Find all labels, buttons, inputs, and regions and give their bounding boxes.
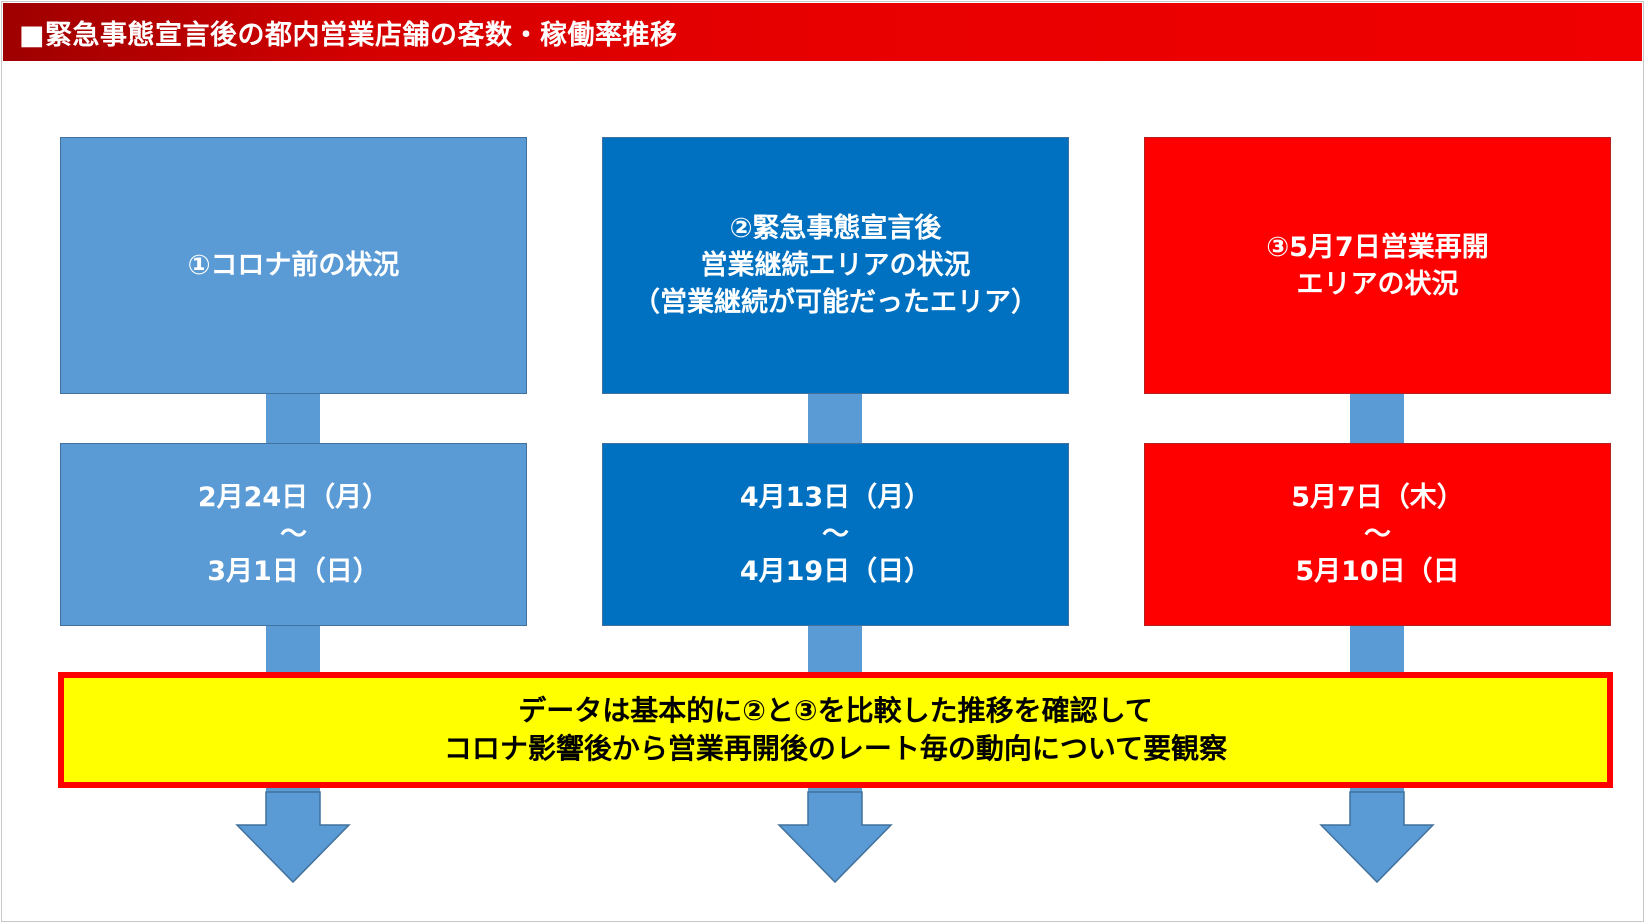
date-box-before-corona: 2月24日（月） ～ 3月1日（日） [60,443,527,626]
header-line: （営業継続が可能だったエリア） [633,287,1038,318]
header-box-reopen: ③5月7日営業再開 エリアの状況 [1144,137,1611,394]
connector-2-top [808,392,862,444]
header-box-after-declaration: ②緊急事態宣言後 営業継続エリアの状況 （営業継続が可能だったエリア） [602,137,1069,394]
connector-3-bottom [1350,624,1404,674]
summary-box: データは基本的に②と③を比較した推移を確認して コロナ影響後から営業再開後のレー… [58,672,1613,788]
summary-line: データは基本的に②と③を比較した推移を確認して [518,694,1153,727]
date-box-after-declaration: 4月13日（月） ～ 4月19日（日） [602,443,1069,626]
date-start: 2月24日（月） [197,482,390,513]
date-end: 4月19日（日） [739,556,932,587]
down-arrow-icon [1319,791,1435,884]
connector-1-bottom [266,624,320,674]
date-end: 3月1日（日） [207,556,380,587]
slide-title: ■緊急事態宣言後の都内営業店舗の客数・稼働率推移 [19,19,678,51]
header-box-before-corona: ①コロナ前の状況 [60,137,527,394]
date-start: 5月7日（木） [1291,482,1464,513]
header-line: ①コロナ前の状況 [187,250,400,281]
summary-line: コロナ影響後から営業再開後のレート毎の動向について要観察 [443,732,1228,765]
header-line: 営業継続エリアの状況 [700,250,971,281]
header-line: エリアの状況 [1296,268,1459,300]
date-box-reopen: 5月7日（木） ～ 5月10日（日 [1144,443,1611,626]
header-line: ③5月7日営業再開 [1266,231,1489,263]
date-separator: ～ [822,519,849,550]
connector-3-top [1350,392,1404,444]
date-separator: ～ [280,519,307,550]
connector-2-bottom [808,624,862,674]
date-start: 4月13日（月） [739,482,932,513]
down-arrow-icon [777,791,893,884]
date-separator: ～ [1364,519,1391,550]
title-bar: ■緊急事態宣言後の都内営業店舗の客数・稼働率推移 [3,3,1642,61]
date-end: 5月10日（日 [1295,556,1460,587]
connector-1-top [266,392,320,444]
header-line: ②緊急事態宣言後 [729,213,942,244]
down-arrow-icon [235,791,351,884]
